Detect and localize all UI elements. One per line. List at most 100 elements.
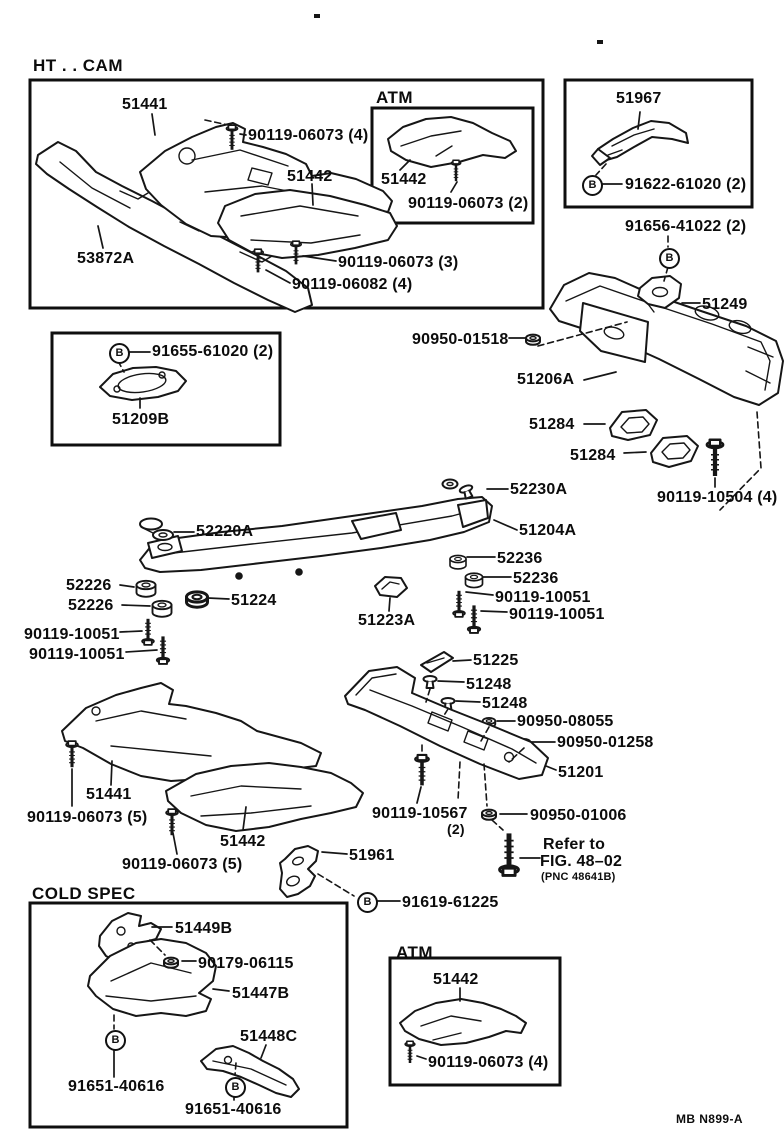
callout-90119-10051-l2: 90119-10051 [29, 646, 125, 663]
callout-51442-lower: 51442 [220, 833, 266, 850]
callout-51249: 51249 [702, 296, 748, 313]
callout-90119-06073-4-top: 90119-06073 (4) [248, 127, 369, 144]
b-fastener-symbol: B [582, 175, 603, 196]
callout-51449b: 51449B [175, 920, 233, 937]
cold-spec-title: COLD SPEC [32, 884, 136, 903]
callout-90119-06073-5a: 90119-06073 (5) [27, 809, 148, 826]
callout-51209b: 51209B [112, 411, 170, 428]
bushing-icon [151, 599, 173, 618]
callout-91622-61020: 91622-61020 (2) [625, 176, 747, 193]
b-fastener-symbol: B [357, 892, 378, 913]
bolt-icon [500, 833, 519, 875]
part-51206a-crossmember [549, 272, 784, 406]
stray-mark [314, 14, 320, 18]
part-51284-pad-1 [609, 409, 658, 441]
callout-51206a: 51206A [517, 371, 575, 388]
callout-90119-10567-qty: (2) [447, 821, 465, 837]
callout-91655-61020: 91655-61020 (2) [152, 343, 274, 360]
callout-90119-06082-4: 90119-06082 (4) [292, 276, 413, 293]
bolt-icon [164, 807, 180, 837]
callout-90119-10051-r2: 90119-10051 [509, 606, 605, 623]
callout-90950-01518: 90950-01518 [412, 331, 509, 348]
ht-cam-title: HT . . CAM [33, 56, 123, 75]
callout-51284-1: 51284 [529, 416, 575, 433]
bushing-icon [464, 572, 484, 589]
part-51201-crossmember [344, 666, 549, 780]
bolt-icon [451, 589, 467, 619]
b-fastener-symbol: B [225, 1077, 246, 1098]
part-51442-atm-top [387, 116, 517, 168]
bolt-icon [450, 159, 462, 183]
callout-51248-1: 51248 [466, 676, 512, 693]
nut-icon [163, 956, 179, 969]
callout-51224: 51224 [231, 592, 277, 609]
atm-bottom-title: ATM [396, 943, 434, 962]
part-52220a-mount [139, 517, 174, 541]
callout-90119-10051-l1: 90119-10051 [24, 626, 120, 643]
callout-51442-atm-top: 51442 [381, 171, 427, 188]
callout-91651-40616-1: 91651-40616 [68, 1078, 165, 1095]
callout-51448c: 51448C [240, 1028, 298, 1045]
b-fastener-symbol: B [105, 1030, 126, 1051]
callout-90119-06073-3: 90119-06073 (3) [338, 254, 459, 271]
refer-note-line1: Refer to [543, 836, 606, 853]
part-51441-cover-lower [61, 682, 322, 782]
callout-51441-lower: 51441 [86, 786, 132, 803]
dashed-lines [113, 119, 762, 1076]
callout-51204a: 51204A [519, 522, 577, 539]
b-fastener-symbol: B [109, 343, 130, 364]
nut-icon [481, 808, 497, 821]
leader-lines [71, 111, 716, 1101]
clip-icon [422, 675, 438, 689]
callout-91651-40616-2: 91651-40616 [185, 1101, 282, 1118]
bolt-icon [707, 440, 723, 476]
part-51442-cover-lower [165, 762, 364, 832]
part-52230a-clip [441, 478, 477, 501]
callout-51961: 51961 [349, 847, 395, 864]
callout-90950-01006: 90950-01006 [530, 807, 627, 824]
bushing-icon [449, 554, 467, 570]
figure-code: MB N899-A [676, 1112, 743, 1126]
callout-51442-atm-bottom: 51442 [433, 971, 479, 988]
b-fastener-symbol: B [659, 248, 680, 269]
part-53872a-spoiler [35, 141, 313, 313]
callout-52236-1: 52236 [497, 550, 543, 567]
callout-90950-01258: 90950-01258 [557, 734, 654, 751]
bolt-icon [466, 603, 482, 635]
callout-51284-2: 51284 [570, 447, 616, 464]
callout-90119-06073-2: 90119-06073 (2) [408, 195, 529, 212]
callout-90950-08055: 90950-08055 [517, 713, 614, 730]
grommet-icon [185, 590, 209, 609]
part-51442-cover-top [217, 189, 398, 259]
nut-icon [525, 333, 541, 346]
bolt-icon [403, 1039, 417, 1065]
callout-52226-2: 52226 [68, 597, 114, 614]
callout-51223a: 51223A [358, 612, 416, 629]
callout-90179-06115: 90179-06115 [198, 955, 294, 972]
callout-51447b: 51447B [232, 985, 290, 1002]
callout-52220a: 52220A [196, 523, 254, 540]
atm-bottom-box [388, 956, 562, 1087]
cold-spec-box [28, 901, 349, 1129]
callout-52226-1: 52226 [66, 577, 112, 594]
part-51223a-pad [374, 576, 408, 598]
hood-lock-box [563, 78, 754, 209]
bushing-icon [135, 579, 157, 598]
bolt-icon [155, 634, 171, 666]
callout-51441-top: 51441 [122, 96, 168, 113]
callout-51248-2: 51248 [482, 695, 528, 712]
part-51225-strip [420, 651, 454, 673]
callout-90119-10567: 90119-10567 [372, 805, 468, 822]
part-51448c-brace [200, 1045, 300, 1098]
callout-51442-top: 51442 [287, 168, 333, 185]
plate-box [50, 331, 282, 447]
callout-91656-41022: 91656-41022 (2) [625, 218, 747, 235]
callout-51225: 51225 [473, 652, 519, 669]
stray-mark [597, 40, 603, 44]
callout-51967: 51967 [616, 90, 662, 107]
part-51209b-plate [99, 366, 187, 401]
callout-90119-06073-5b: 90119-06073 (5) [122, 856, 243, 873]
atm-top-title: ATM [376, 88, 414, 107]
